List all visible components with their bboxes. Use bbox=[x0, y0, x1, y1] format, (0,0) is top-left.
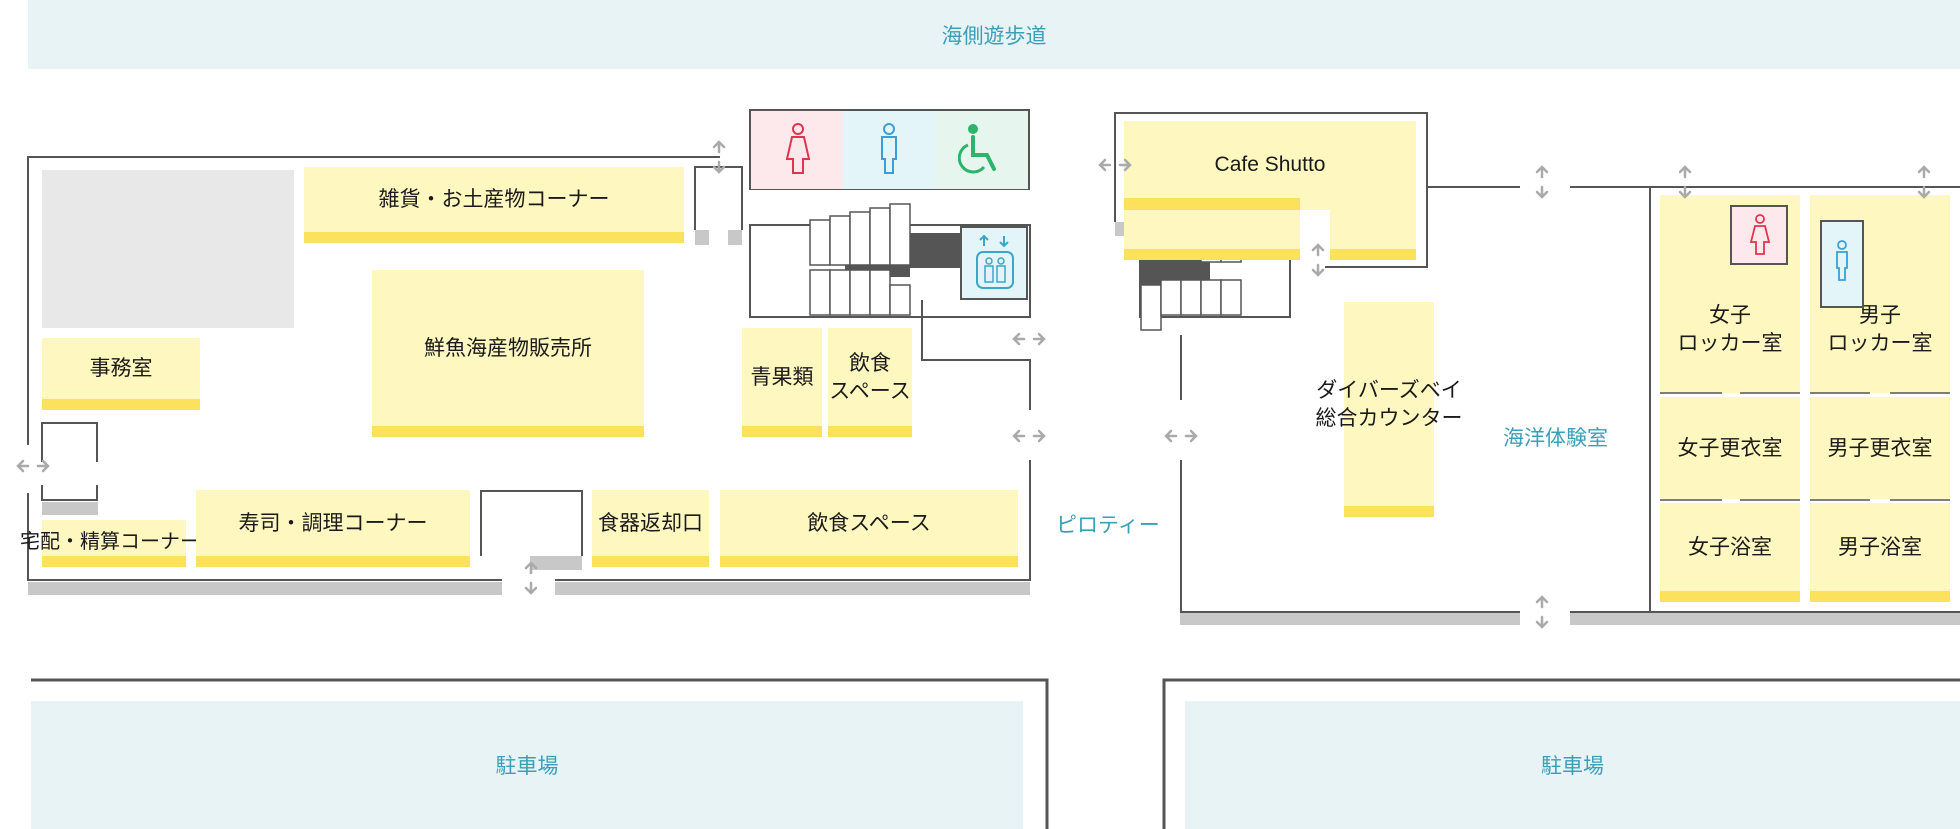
dining-main-label: 飲食スペース bbox=[807, 510, 931, 535]
delivery-corner-label: 宅配・精算コーナー bbox=[20, 529, 200, 553]
cafe-shutto-label: Cafe Shutto bbox=[1214, 153, 1326, 176]
women-bath-label: 女子浴室 bbox=[1688, 534, 1772, 559]
delivery-corner[interactable] bbox=[42, 520, 186, 567]
women-bath[interactable]: 女子浴室 bbox=[1660, 503, 1800, 602]
elevator-icon bbox=[976, 234, 1014, 289]
promenade-label: 海側遊歩道 bbox=[941, 23, 1047, 48]
men-bath[interactable]: 男子浴室 bbox=[1810, 503, 1950, 602]
parking-left-label: 駐車場 bbox=[495, 754, 559, 778]
general-counter[interactable]: ダイバーズベイ 総合カウンター bbox=[1316, 302, 1463, 517]
office-label: 事務室 bbox=[89, 356, 153, 381]
parking-right-area: 駐車場 bbox=[1185, 701, 1960, 829]
men-locker-label-2: ロッカー室 bbox=[1827, 331, 1933, 355]
souvenir-corner-label: 雑貨・お土産物コーナー bbox=[378, 187, 610, 212]
storage-area bbox=[42, 170, 294, 328]
souvenir-corner[interactable]: 雑貨・お土産物コーナー bbox=[304, 167, 684, 243]
sushi-corner-label: 寿司・調理コーナー bbox=[238, 510, 428, 535]
dining-space-small[interactable]: 飲食 スペース bbox=[828, 328, 912, 437]
fish-market-label: 鮮魚海産物販売所 bbox=[424, 335, 592, 360]
sushi-corner[interactable]: 寿司・調理コーナー bbox=[196, 490, 470, 567]
restroom-accessible[interactable] bbox=[935, 111, 1028, 189]
parking-left-area: 駐車場 bbox=[31, 701, 1023, 829]
produce-label: 青果類 bbox=[750, 364, 814, 389]
parking-right-label: 駐車場 bbox=[1541, 754, 1604, 778]
produce-room[interactable]: 青果類 bbox=[742, 328, 822, 437]
dish-return-label: 食器返却口 bbox=[598, 510, 703, 535]
restroom-women-icon bbox=[1750, 214, 1770, 255]
counter-label-1: ダイバーズベイ bbox=[1316, 377, 1462, 402]
men-bath-label: 男子浴室 bbox=[1838, 534, 1922, 559]
dish-return[interactable]: 食器返却口 bbox=[592, 490, 709, 567]
promenade-area: 海側遊歩道 bbox=[28, 0, 1960, 69]
women-locker-label-2: ロッカー室 bbox=[1677, 331, 1783, 355]
women-changing-room[interactable]: 女子更衣室 bbox=[1660, 397, 1800, 499]
women-changing-label: 女子更衣室 bbox=[1677, 435, 1783, 460]
dining-space-main[interactable]: 飲食スペース bbox=[720, 490, 1018, 567]
cafe-accent bbox=[1124, 198, 1300, 210]
dining-small-label-1: 飲食 bbox=[848, 350, 891, 375]
marine-room-label: 海洋体験室 bbox=[1503, 426, 1608, 450]
office[interactable]: 事務室 bbox=[42, 338, 200, 410]
restroom-men-icon bbox=[1836, 240, 1848, 281]
cafe-notch bbox=[1300, 210, 1330, 260]
elevator[interactable] bbox=[960, 226, 1028, 300]
dining-small-label-2: スペース bbox=[829, 379, 911, 403]
fish-market[interactable]: 鮮魚海産物販売所 bbox=[372, 270, 644, 437]
men-changing-room[interactable]: 男子更衣室 bbox=[1810, 397, 1950, 499]
men-locker-label-1: 男子 bbox=[1859, 302, 1901, 327]
accessible-restroom-icon bbox=[958, 124, 996, 174]
counter-label-2: 総合カウンター bbox=[1315, 406, 1463, 430]
restroom-women-icon bbox=[785, 123, 811, 174]
men-changing-label: 男子更衣室 bbox=[1827, 435, 1933, 460]
cafe-shutto[interactable]: Cafe Shutto bbox=[1124, 121, 1416, 260]
piloti-label: ピロティー bbox=[1056, 513, 1160, 537]
women-locker-label-1: 女子 bbox=[1709, 302, 1751, 327]
locker-men-restroom[interactable] bbox=[1820, 220, 1864, 308]
restroom-men-icon bbox=[881, 123, 897, 174]
